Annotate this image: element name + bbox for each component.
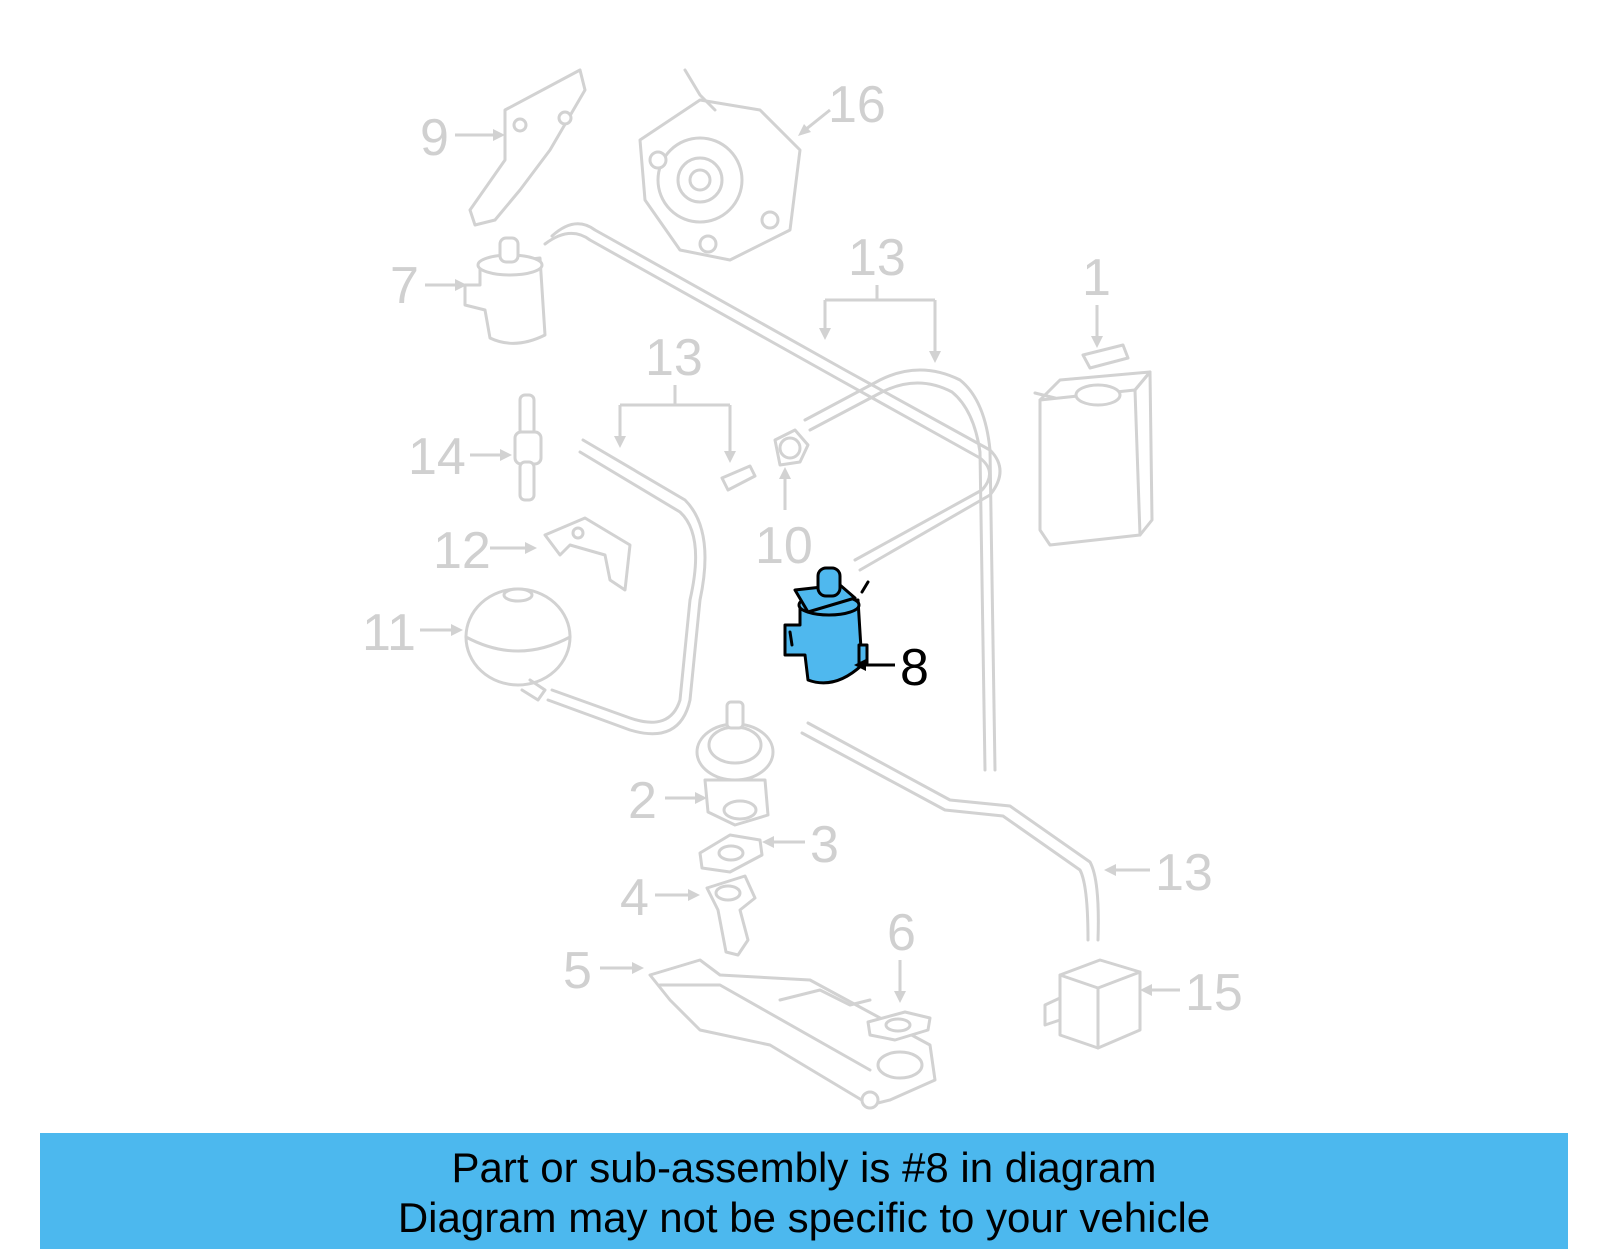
callout-6: 6: [887, 904, 916, 962]
vacuum-hose-left: [546, 438, 707, 736]
callout-10: 10: [755, 517, 813, 575]
gasket-6: [866, 1010, 932, 1042]
solenoid-valve-7: [463, 236, 547, 345]
callout-13-lower: 13: [1155, 844, 1213, 902]
banner-line-disclaimer: Diagram may not be specific to your vehi…: [397, 1194, 1211, 1241]
callout-16: 16: [828, 76, 886, 134]
canister-1: [1033, 343, 1154, 547]
callout-2: 2: [628, 772, 657, 830]
banner-line-part-number: Part or sub-assembly is #8 in diagram: [451, 1144, 1157, 1191]
pipe-4: [705, 874, 757, 957]
connector-14: [513, 393, 543, 502]
pressure-converter-8-highlighted[interactable]: [783, 566, 870, 685]
check-valve-10: [773, 428, 810, 467]
bracket-9: [468, 68, 587, 227]
callout-13-top: 13: [848, 229, 906, 287]
hose-short-piece: [720, 464, 757, 492]
callout-5: 5: [563, 942, 592, 1000]
bracket-12: [543, 516, 632, 592]
callout-11: 11: [362, 604, 416, 662]
egr-cooler-5: [648, 958, 937, 1110]
callout-13-middle: 13: [645, 329, 703, 387]
solenoid-15: [1043, 958, 1142, 1050]
callout-4: 4: [620, 869, 649, 927]
callout-12: 12: [433, 522, 491, 580]
callout-9: 9: [420, 109, 449, 167]
reservoir-11: [464, 587, 572, 702]
callout-1: 1: [1082, 249, 1111, 307]
callout-7: 7: [390, 257, 419, 315]
egr-valve-2: [695, 700, 775, 827]
vacuum-hose-lower: [800, 721, 1100, 942]
callout-14: 14: [408, 428, 466, 486]
gasket-3: [698, 833, 764, 874]
vacuum-pump-16: [638, 68, 802, 262]
callout-8[interactable]: 8: [900, 639, 929, 697]
vacuum-hose-loop: [803, 368, 997, 772]
info-banner: Part or sub-assembly is #8 in diagram Di…: [40, 1133, 1568, 1249]
callout-15: 15: [1185, 964, 1243, 1022]
callout-3: 3: [810, 816, 839, 874]
vacuum-hose-long: [543, 222, 1002, 572]
callout-arrows: [420, 108, 1180, 1003]
